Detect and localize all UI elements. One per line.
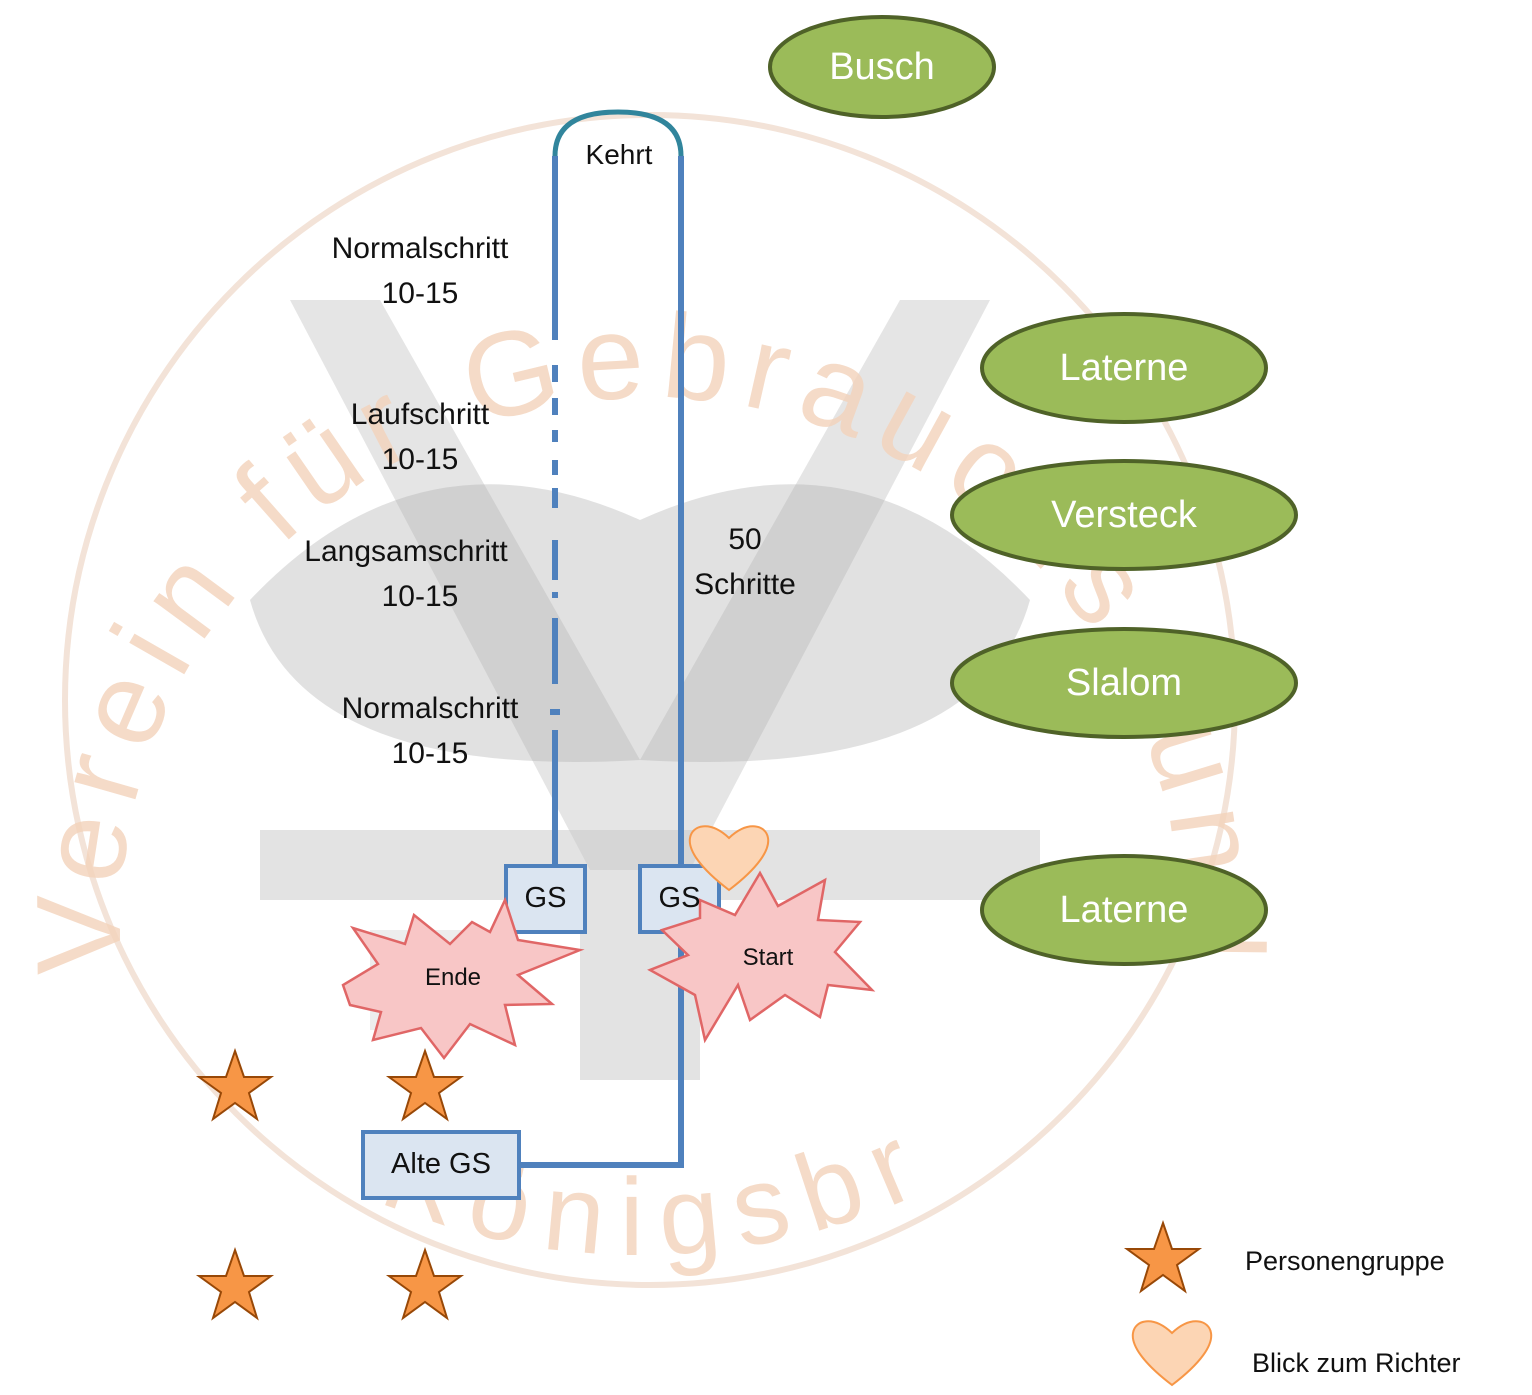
heart-icon [688,825,770,892]
right-path-count: 50 [728,523,762,556]
star-icon [195,1047,275,1122]
burst-start [647,870,876,1044]
star-icon [385,1246,465,1321]
station-slalom: Slalom [1065,662,1183,704]
segment-2-name: Laufschritt [350,398,490,431]
ellipse-laterne-top [980,312,1268,424]
legend-heart-icon [1131,1320,1213,1387]
left-path-line [550,156,560,866]
segment-2-count: 10-15 [381,443,459,476]
ellipse-slalom [950,627,1298,739]
alte-gs-box [361,1130,521,1200]
gs-left-label: GS [524,882,567,914]
kehrt-arc [552,109,684,157]
segment-3-count: 10-15 [381,580,459,613]
right-path-unit: Schritte [694,568,796,601]
star-icon [385,1047,465,1122]
station-laterne-top: Laterne [1059,347,1189,389]
gs-right-label: GS [658,882,701,914]
ellipse-laterne-bottom [980,854,1268,966]
star-icon [195,1246,275,1321]
kehrt-label: Kehrt [585,139,653,170]
right-path-line [520,156,684,1168]
station-laterne-bottom: Laterne [1059,889,1189,931]
segment-1-count: 10-15 [381,277,459,310]
segment-4-name: Normalschritt [341,692,519,725]
burst-ende [341,896,585,1061]
segment-3-name: Langsamschritt [304,535,508,568]
station-busch: Busch [829,46,935,88]
legend-star-label: Personengruppe [1245,1246,1445,1276]
legend-star-icon [1123,1219,1203,1294]
burst-ende-label: Ende [424,964,482,991]
legend-heart-label: Blick zum Richter [1252,1348,1461,1378]
segment-1-name: Normalschritt [331,232,509,265]
station-versteck: Versteck [1051,494,1197,536]
ellipse-versteck [950,459,1298,571]
alte-gs-label: Alte GS [391,1148,491,1180]
segment-4-count: 10-15 [391,737,469,770]
gs-left-box [504,864,587,934]
ellipse-busch [768,15,996,119]
burst-start-label: Start [742,944,794,971]
